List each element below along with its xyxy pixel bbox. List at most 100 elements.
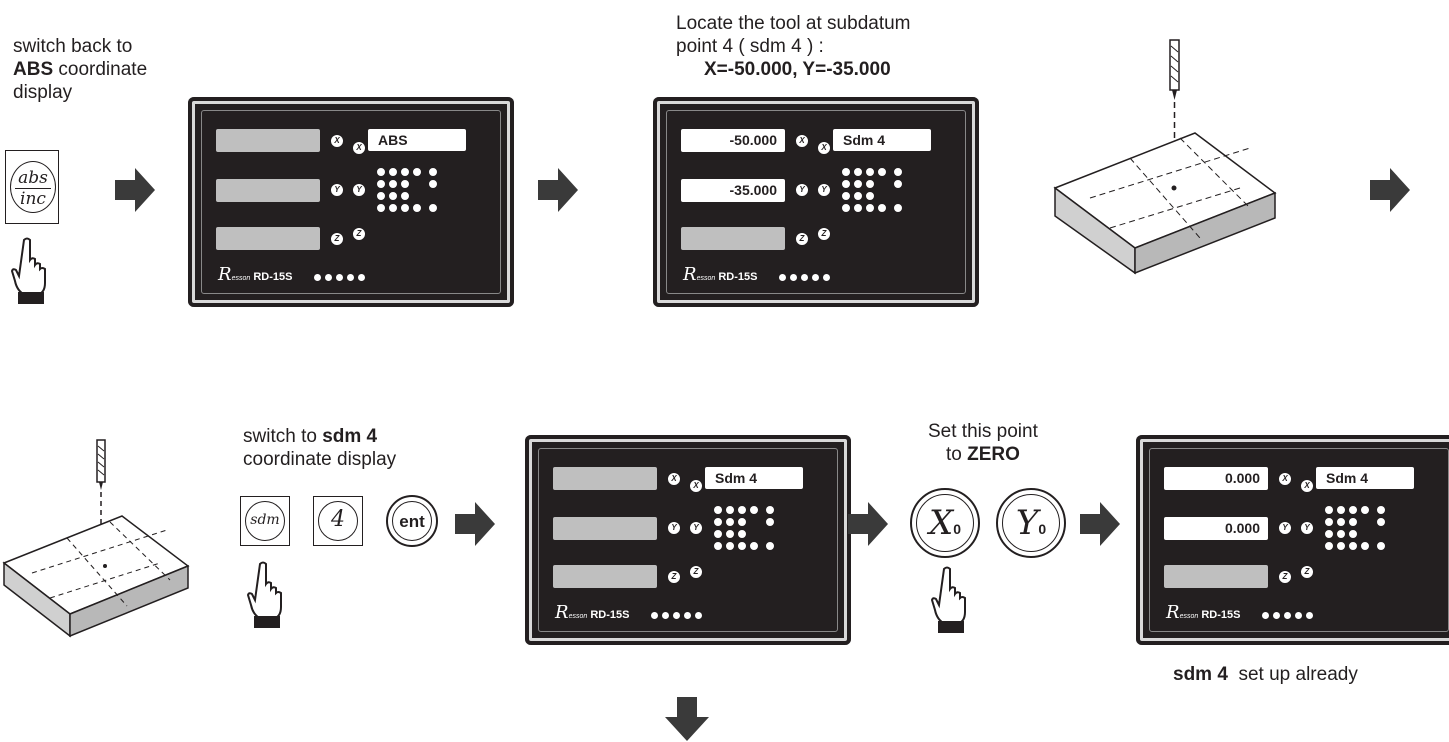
key-2[interactable] <box>853 191 863 201</box>
key-8[interactable] <box>388 167 398 177</box>
key-9[interactable] <box>737 505 747 515</box>
digit-4-key[interactable]: 4 <box>313 496 363 546</box>
y-zero-key[interactable]: Y <box>330 183 344 197</box>
key-3[interactable] <box>400 191 410 201</box>
key-5[interactable] <box>725 517 735 527</box>
fn-key[interactable] <box>1294 611 1303 620</box>
key-ent[interactable] <box>428 203 438 213</box>
fn-key[interactable] <box>778 273 787 282</box>
z-zero-key[interactable]: Z <box>1278 570 1292 584</box>
key-dot[interactable] <box>400 203 410 213</box>
fn-key[interactable] <box>346 273 355 282</box>
key-5[interactable] <box>853 179 863 189</box>
key-plusminus[interactable] <box>841 203 851 213</box>
fn-key[interactable] <box>1283 611 1292 620</box>
key-ent[interactable] <box>893 203 903 213</box>
key-3[interactable] <box>1348 529 1358 539</box>
key-up[interactable] <box>428 167 438 177</box>
z-select-key[interactable]: Z <box>817 227 831 241</box>
key-7[interactable] <box>1324 505 1334 515</box>
fn-key[interactable] <box>357 273 366 282</box>
key-sdm[interactable] <box>877 167 887 177</box>
ent-key[interactable]: ent <box>386 495 438 547</box>
key-7[interactable] <box>376 167 386 177</box>
key-4[interactable] <box>1324 517 1334 527</box>
fn-key[interactable] <box>650 611 659 620</box>
key-6[interactable] <box>737 517 747 527</box>
key-4[interactable] <box>376 179 386 189</box>
fn-key[interactable] <box>1272 611 1281 620</box>
key-down[interactable] <box>765 517 775 527</box>
fn-key[interactable] <box>800 273 809 282</box>
fn-key[interactable] <box>335 273 344 282</box>
sdm-key[interactable]: sdm <box>240 496 290 546</box>
key-clear[interactable] <box>749 541 759 551</box>
key-up[interactable] <box>893 167 903 177</box>
z-zero-key[interactable]: Z <box>667 570 681 584</box>
key-4[interactable] <box>713 517 723 527</box>
key-6[interactable] <box>1348 517 1358 527</box>
fn-key[interactable] <box>1261 611 1270 620</box>
key-down[interactable] <box>428 179 438 189</box>
key-6[interactable] <box>400 179 410 189</box>
key-clear[interactable] <box>412 203 422 213</box>
fn-key[interactable] <box>324 273 333 282</box>
key-plusminus[interactable] <box>713 541 723 551</box>
key-dot[interactable] <box>865 203 875 213</box>
x-zero-key[interactable]: X <box>795 134 809 148</box>
key-2[interactable] <box>725 529 735 539</box>
key-2[interactable] <box>1336 529 1346 539</box>
z-zero-key[interactable]: Z <box>330 232 344 246</box>
key-9[interactable] <box>1348 505 1358 515</box>
z-select-key[interactable]: Z <box>352 227 366 241</box>
key-plusminus[interactable] <box>376 203 386 213</box>
x-zero-key[interactable]: X <box>1278 472 1292 486</box>
key-0[interactable] <box>853 203 863 213</box>
key-2[interactable] <box>388 191 398 201</box>
z-zero-key[interactable]: Z <box>795 232 809 246</box>
key-1[interactable] <box>841 191 851 201</box>
x-zero-key[interactable]: X0 <box>910 488 980 558</box>
key-0[interactable] <box>725 541 735 551</box>
x-select-key[interactable]: X <box>352 141 366 155</box>
y-zero-key[interactable]: Y <box>795 183 809 197</box>
key-clear[interactable] <box>1360 541 1370 551</box>
key-sdm[interactable] <box>412 167 422 177</box>
key-7[interactable] <box>713 505 723 515</box>
key-0[interactable] <box>388 203 398 213</box>
key-0[interactable] <box>1336 541 1346 551</box>
key-dot[interactable] <box>1348 541 1358 551</box>
key-plusminus[interactable] <box>1324 541 1334 551</box>
x-select-key[interactable]: X <box>1300 479 1314 493</box>
key-sdm[interactable] <box>1360 505 1370 515</box>
fn-key[interactable] <box>694 611 703 620</box>
y-select-key[interactable]: Y <box>1300 521 1314 535</box>
y-zero-key[interactable]: Y <box>667 521 681 535</box>
key-down[interactable] <box>1376 517 1386 527</box>
key-sdm[interactable] <box>749 505 759 515</box>
key-5[interactable] <box>388 179 398 189</box>
fn-key[interactable] <box>789 273 798 282</box>
key-7[interactable] <box>841 167 851 177</box>
key-up[interactable] <box>1376 505 1386 515</box>
y-select-key[interactable]: Y <box>817 183 831 197</box>
key-9[interactable] <box>865 167 875 177</box>
x-select-key[interactable]: X <box>817 141 831 155</box>
key-1[interactable] <box>1324 529 1334 539</box>
y-select-key[interactable]: Y <box>352 183 366 197</box>
y-select-key[interactable]: Y <box>689 521 703 535</box>
key-dot[interactable] <box>737 541 747 551</box>
key-8[interactable] <box>853 167 863 177</box>
key-ent[interactable] <box>1376 541 1386 551</box>
fn-key[interactable] <box>672 611 681 620</box>
x-zero-key[interactable]: X <box>667 472 681 486</box>
key-clear[interactable] <box>877 203 887 213</box>
key-1[interactable] <box>376 191 386 201</box>
key-4[interactable] <box>841 179 851 189</box>
fn-key[interactable] <box>661 611 670 620</box>
z-select-key[interactable]: Z <box>689 565 703 579</box>
key-3[interactable] <box>737 529 747 539</box>
key-1[interactable] <box>713 529 723 539</box>
z-select-key[interactable]: Z <box>1300 565 1314 579</box>
key-3[interactable] <box>865 191 875 201</box>
